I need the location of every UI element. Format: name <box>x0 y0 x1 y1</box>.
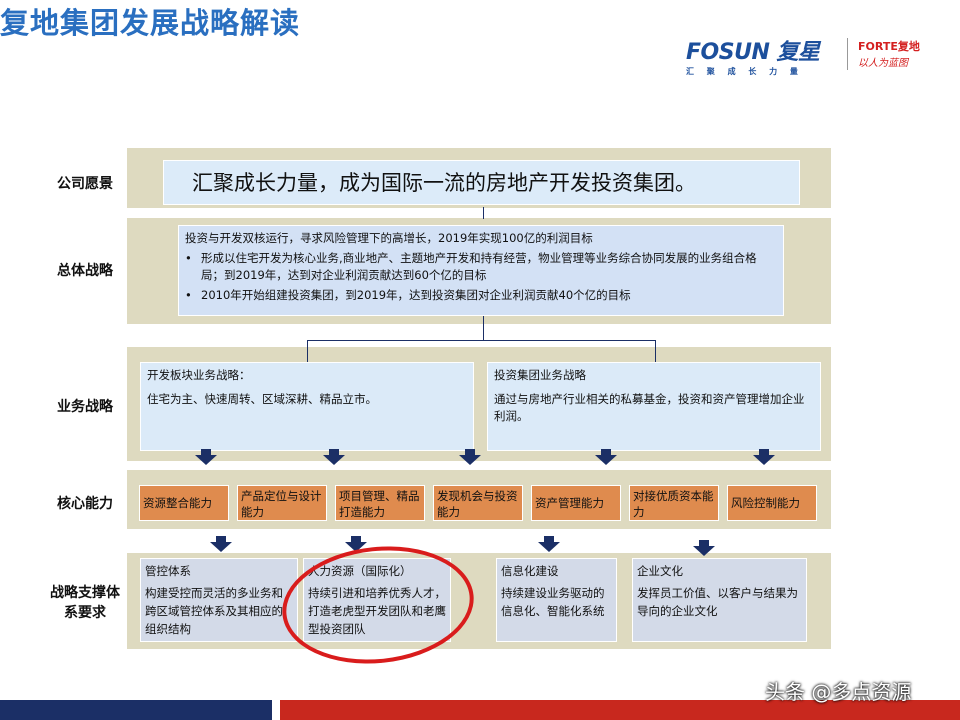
core-capability: 资产管理能力 <box>531 485 621 521</box>
forte-slogan: 以人为蓝图 <box>858 58 908 69</box>
watermark: 头条 @多点资源 <box>765 680 912 704</box>
bullet-text: 形成以住宅开发为核心业务,商业地产、主题地产开发和持有经营，物业管理等业务综合协… <box>201 251 757 282</box>
box-text: 构建受控而灵活的多业务和跨区域管控体系及其相应的组织结构 <box>145 586 283 636</box>
page-title: 复地集团发展战略解读 <box>0 6 301 40</box>
forte-logo-text: FORTE复地 <box>858 40 920 53</box>
bullet-text: 2010年开始组建投资集团，到2019年，达到投资集团对企业利润贡献40个亿的目… <box>201 288 631 302</box>
box-title: 人力资源（国际化） <box>308 564 412 578</box>
box-title: 投资集团业务战略 <box>494 368 586 382</box>
box-title: 开发板块业务战略： <box>147 368 251 382</box>
arrow-down-icon <box>210 536 232 552</box>
row-label-business: 业务战略 <box>57 399 113 415</box>
arrow-down-icon <box>323 449 345 465</box>
arrow-down-icon <box>693 540 715 556</box>
arrow-down-icon <box>459 449 481 465</box>
overall-strategy-box: 投资与开发双核运行，寻求风险管理下的高增长，2019年实现100亿的利润目标 •… <box>178 225 784 316</box>
box-title: 企业文化 <box>637 564 683 578</box>
bullet-item: •形成以住宅开发为核心业务,商业地产、主题地产开发和持有经营，物业管理等业务综合… <box>185 250 777 284</box>
connector <box>307 340 308 362</box>
core-capability: 风险控制能力 <box>727 485 817 521</box>
arrow-down-icon <box>595 449 617 465</box>
arrow-down-icon <box>753 449 775 465</box>
support-box: 人力资源（国际化） 持续引进和培养优秀人才，打造老虎型开发团队和老鹰型投资团队 <box>303 558 451 642</box>
box-text: 持续建设业务驱动的信息化、智能化系统 <box>501 586 605 618</box>
core-capability: 发现机会与投资能力 <box>433 485 523 521</box>
box-text: 发挥员工价值、以客户与结果为导向的企业文化 <box>637 586 798 618</box>
row-label-core: 核心能力 <box>57 496 113 512</box>
invest-strategy-box: 投资集团业务战略 通过与房地产行业相关的私募基金，投资和资产管理增加企业利润。 <box>487 362 821 451</box>
logo-divider <box>847 38 848 70</box>
core-capability: 对接优质资本能力 <box>629 485 719 521</box>
vision-box: 汇聚成长力量，成为国际一流的房地产开发投资集团。 <box>163 160 800 205</box>
box-text: 通过与房地产行业相关的私募基金，投资和资产管理增加企业利润。 <box>494 392 805 423</box>
arrow-down-icon <box>345 536 367 552</box>
support-box: 管控体系构建受控而灵活的多业务和跨区域管控体系及其相应的组织结构 <box>140 558 298 642</box>
footer-bar-left <box>0 700 272 720</box>
box-text: 住宅为主、快速周转、区域深耕、精品立市。 <box>147 392 377 406</box>
connector <box>307 340 655 341</box>
core-capability: 资源整合能力 <box>139 485 229 521</box>
connector <box>483 316 484 340</box>
box-text: 持续引进和培养优秀人才，打造老虎型开发团队和老鹰型投资团队 <box>308 586 446 636</box>
fosun-slogan: 汇 聚 成 长 力 量 <box>686 67 803 76</box>
connector <box>483 207 484 219</box>
row-label-support: 战略支撑体系要求 <box>50 585 120 621</box>
fosun-logo: FOSUN 复星 汇 聚 成 长 力 量 <box>686 34 836 77</box>
box-title: 信息化建设 <box>501 564 559 578</box>
core-capability: 项目管理、精品打造能力 <box>335 485 425 521</box>
forte-logo: FORTE复地 以人为蓝图 <box>858 38 920 69</box>
core-capability: 产品定位与设计能力 <box>237 485 327 521</box>
arrow-down-icon <box>195 449 217 465</box>
row-label-vision: 公司愿景 <box>57 176 113 192</box>
box-title: 管控体系 <box>145 564 191 578</box>
row-label-overall: 总体战略 <box>57 263 113 279</box>
bullet-item: •2010年开始组建投资集团，到2019年，达到投资集团对企业利润贡献40个亿的… <box>185 287 777 304</box>
dev-strategy-box: 开发板块业务战略： 住宅为主、快速周转、区域深耕、精品立市。 <box>140 362 474 451</box>
connector <box>655 340 656 362</box>
support-box: 信息化建设持续建设业务驱动的信息化、智能化系统 <box>496 558 617 642</box>
support-box: 企业文化发挥员工价值、以客户与结果为导向的企业文化 <box>632 558 807 642</box>
overall-intro: 投资与开发双核运行，寻求风险管理下的高增长，2019年实现100亿的利润目标 <box>185 231 593 245</box>
arrow-down-icon <box>538 536 560 552</box>
fosun-logo-text: FOSUN 复星 <box>686 40 820 65</box>
footer-bar-right <box>280 700 960 720</box>
